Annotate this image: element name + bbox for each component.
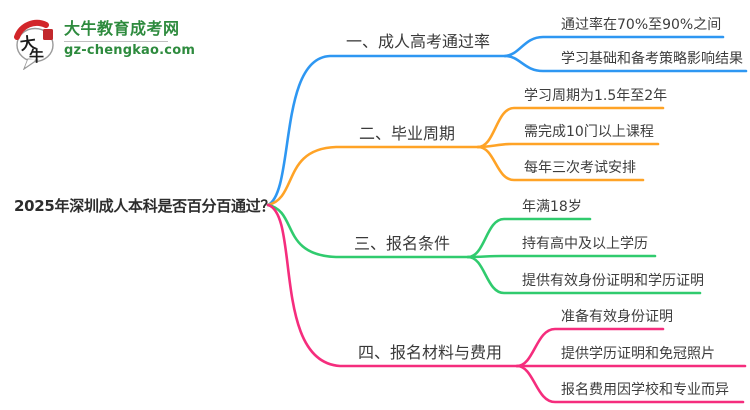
branch-4-trunk-line xyxy=(266,203,519,368)
logo-char-bottom: 牛 xyxy=(29,47,44,65)
leaf-study-basis-strategy: 学习基础和备考策略影响结果 xyxy=(561,51,743,67)
branch-1-leaf-2-line xyxy=(503,54,748,73)
logo-text-block: 大牛教育成考网 gz-chengkao.com xyxy=(64,18,195,58)
site-domain: gz-chengkao.com xyxy=(64,43,196,58)
logo-divider xyxy=(64,41,168,42)
leaf-study-period: 学习周期为1.5年至2年 xyxy=(524,88,668,104)
branch-node-pass-rate: 一、成人高考通过率 xyxy=(345,32,490,51)
branch-3-trunk-line xyxy=(266,203,470,259)
branch-2-leaf-2-line xyxy=(476,142,660,149)
leaf-exam-schedule: 每年三次考试安排 xyxy=(524,160,636,176)
branch-1-leaf-1-line xyxy=(503,35,725,58)
branch-3-leaf-2-line xyxy=(466,254,657,259)
leaf-identity-education-proof: 提供有效身份证明和学历证明 xyxy=(522,273,704,289)
branch-2-leaf-3-line xyxy=(476,145,645,182)
leaf-pass-rate-range: 通过率在70%至90%之间 xyxy=(561,17,722,33)
logo-red-seal xyxy=(43,29,53,40)
logo-red-crescent xyxy=(14,19,49,40)
branch-node-materials-fees: 四、报名材料与费用 xyxy=(357,343,502,362)
leaf-identity-proof: 准备有效身份证明 xyxy=(561,309,673,325)
branch-2-trunk-line xyxy=(266,145,480,207)
site-name: 大牛教育成考网 xyxy=(64,19,180,38)
branch-1-trunk-line xyxy=(266,54,507,207)
branch-3-leaf-3-line xyxy=(466,255,702,295)
site-logo: 大 牛 大牛教育成考网 gz-chengkao.com xyxy=(14,18,195,70)
logo-bubble-icon: 大 牛 xyxy=(14,19,54,70)
logo-bubble-tail-mask xyxy=(25,59,36,67)
branch-4-leaf-3-line xyxy=(515,364,745,404)
branch-node-graduation-cycle: 二、毕业周期 xyxy=(358,124,455,143)
leaf-courses-required: 需完成10门以上课程 xyxy=(524,124,654,140)
branch-node-registration-conditions: 三、报名条件 xyxy=(353,234,450,253)
logo-char-top: 大 xyxy=(19,33,38,54)
leaf-fee-varies: 报名费用因学校和专业而异 xyxy=(561,382,729,398)
leaf-education-requirement: 持有高中及以上学历 xyxy=(522,236,648,252)
leaf-age-requirement: 年满18岁 xyxy=(522,199,582,215)
root-topic: 2025年深圳成人本科是否百分百通过？ xyxy=(14,197,276,215)
leaf-education-proof-photo: 提供学历证明和免冠照片 xyxy=(561,346,715,362)
